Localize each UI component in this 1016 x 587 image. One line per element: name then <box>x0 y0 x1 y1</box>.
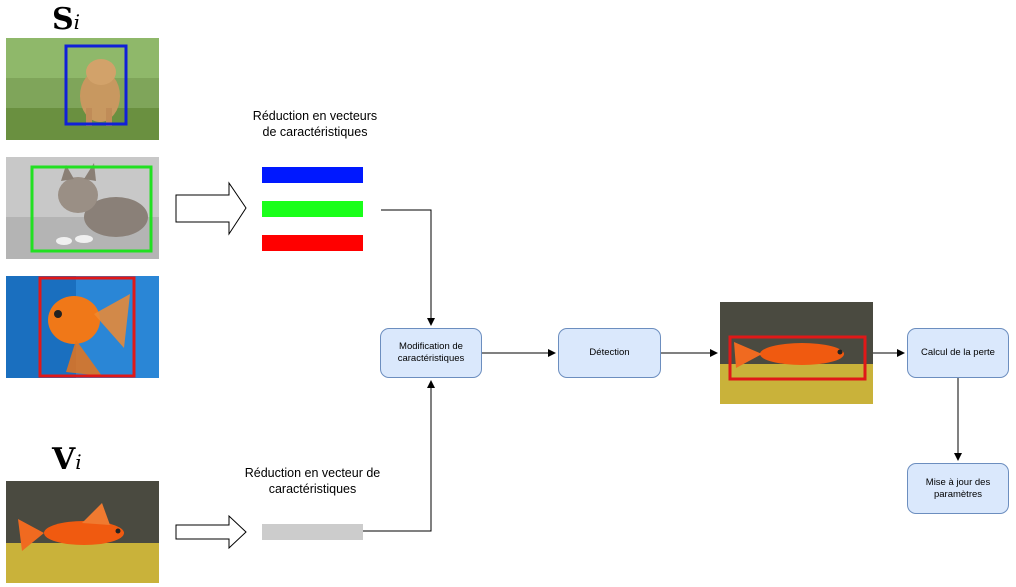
hollow-arrow-support <box>175 181 247 236</box>
support-set-label: Si <box>52 2 81 37</box>
update-box: Mise à jour des paramètres <box>907 463 1009 514</box>
goldfish-photo <box>6 276 159 378</box>
kitten-photo <box>6 157 159 259</box>
caption-query-reduction: Réduction en vecteur de caractéristiques <box>244 466 381 496</box>
detection-box: Détection <box>558 328 661 378</box>
dog-photo <box>6 38 159 140</box>
hollow-arrow-query <box>175 514 247 550</box>
feature-vector-green <box>262 201 363 217</box>
feature-vector-blue <box>262 167 363 183</box>
goldfish-detection-photo <box>720 302 873 404</box>
query-label: Vi <box>52 442 82 477</box>
feature-vector-red <box>262 235 363 251</box>
caption-support-reduction: Réduction en vecteurs de caractéristique… <box>252 109 378 139</box>
connector-query-to-modification <box>363 380 435 532</box>
feature-vector-gray <box>262 524 363 540</box>
connector-support-to-modification <box>381 209 435 326</box>
goldfish-query-photo <box>6 481 159 583</box>
loss-box: Calcul de la perte <box>907 328 1009 378</box>
modification-box: Modification de caractéristiques <box>380 328 482 378</box>
